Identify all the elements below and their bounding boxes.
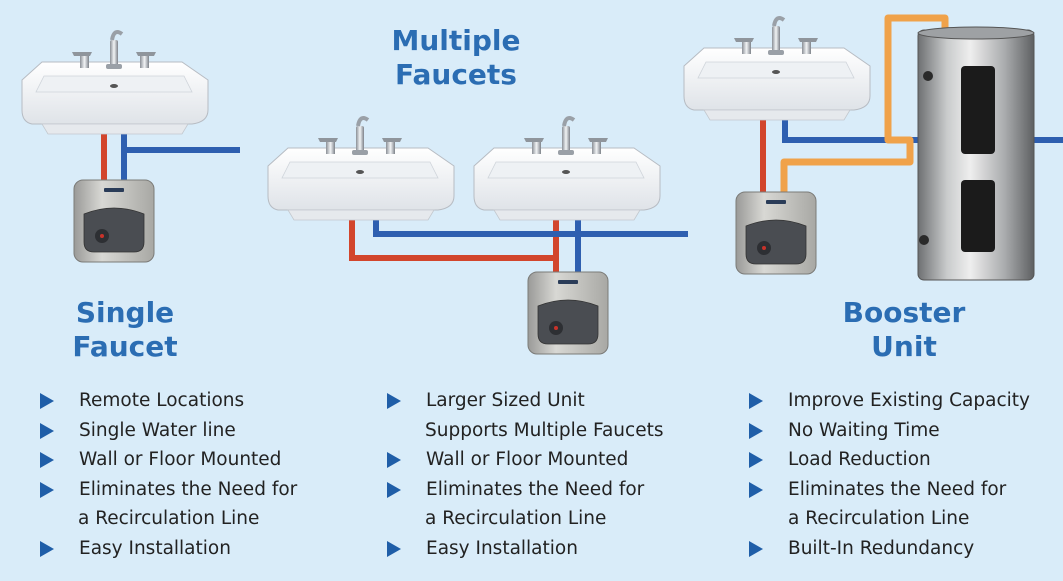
feature-item: Load Reduction [749,445,1059,475]
feature-text: Wall or Floor Mounted [426,449,629,471]
feature-text: Remote Locations [79,390,245,411]
feature-text: a Recirculation Line [425,508,607,530]
feature-text: a Recirculation Line [788,508,970,530]
feature-text: Load Reduction [788,449,931,471]
bullet-triangle-icon [40,452,54,469]
heading-line: Single [75,296,175,329]
feature-item: Larger Sized Unit [387,386,727,416]
bullet-triangle-icon [387,452,401,469]
bullet-triangle-icon [749,540,763,557]
feature-text: Single Water line [79,419,236,441]
feature-text: Eliminates the Need for [788,478,1007,500]
heading-line: Faucets [395,58,517,91]
feature-text: Easy Installation [79,537,231,559]
feature-item: Improve Existing Capacity [749,386,1059,416]
feature-text: Improve Existing Capacity [788,390,1030,411]
feature-text: Larger Sized Unit [426,390,585,411]
bullet-triangle-icon [749,422,763,439]
bullet-triangle-icon [387,481,401,498]
heading-line: Unit [871,330,937,363]
sink [682,16,872,122]
sink [472,116,662,222]
feature-item: Easy Installation [40,534,360,564]
heading-line: Booster [842,296,966,329]
feature-item: Easy Installation [387,534,727,564]
feature-item: a Recirculation Line [387,504,727,534]
feature-item: Remote Locations [40,386,360,416]
water-heater [527,271,609,355]
storage-tank [917,26,1035,281]
feature-item: a Recirculation Line [749,504,1059,534]
feature-item: No Waiting Time [749,416,1059,446]
feature-text: Easy Installation [426,537,578,559]
feature-text: Wall or Floor Mounted [79,449,282,471]
feature-item: a Recirculation Line [40,504,360,534]
supply-pipe [780,14,949,198]
heading-multiple-faucets: Multiple Faucets [381,24,531,92]
feature-text: Eliminates the Need for [79,478,298,500]
booster-unit-features: Improve Existing Capacity No Waiting Time… [749,386,1059,564]
sink [20,30,210,136]
bullet-triangle-icon [40,422,54,439]
heading-line: Multiple [391,24,521,57]
sink [266,116,456,222]
feature-text: Supports Multiple Faucets [425,419,664,441]
heading-booster-unit: Booster Unit [829,296,979,364]
water-heater [735,191,817,275]
feature-item: Wall or Floor Mounted [40,445,360,475]
bullet-triangle-icon [40,540,54,557]
bullet-triangle-icon [40,481,54,498]
bullet-triangle-icon [749,393,763,409]
feature-text: No Waiting Time [788,419,940,441]
feature-item: Eliminates the Need for [40,475,360,505]
bullet-triangle-icon [749,452,763,469]
water-heater [73,179,155,263]
feature-item: Built-In Redundancy [749,534,1059,564]
bullet-triangle-icon [387,393,401,409]
hot-pipe [349,212,559,280]
feature-text: a Recirculation Line [78,508,260,530]
feature-item: Single Water line [40,416,360,446]
feature-item: Supports Multiple Faucets [387,416,727,446]
feature-text: Built-In Redundancy [788,537,975,559]
bullet-triangle-icon [387,540,401,557]
bullet-triangle-icon [40,393,54,409]
heading-line: Faucet [72,330,178,363]
bullet-triangle-icon [749,481,763,498]
heading-single-faucet: Single Faucet [55,296,195,364]
feature-text: Eliminates the Need for [426,478,645,500]
feature-item: Wall or Floor Mounted [387,445,727,475]
feature-item: Eliminates the Need for [749,475,1059,505]
feature-item: Eliminates the Need for [387,475,727,505]
